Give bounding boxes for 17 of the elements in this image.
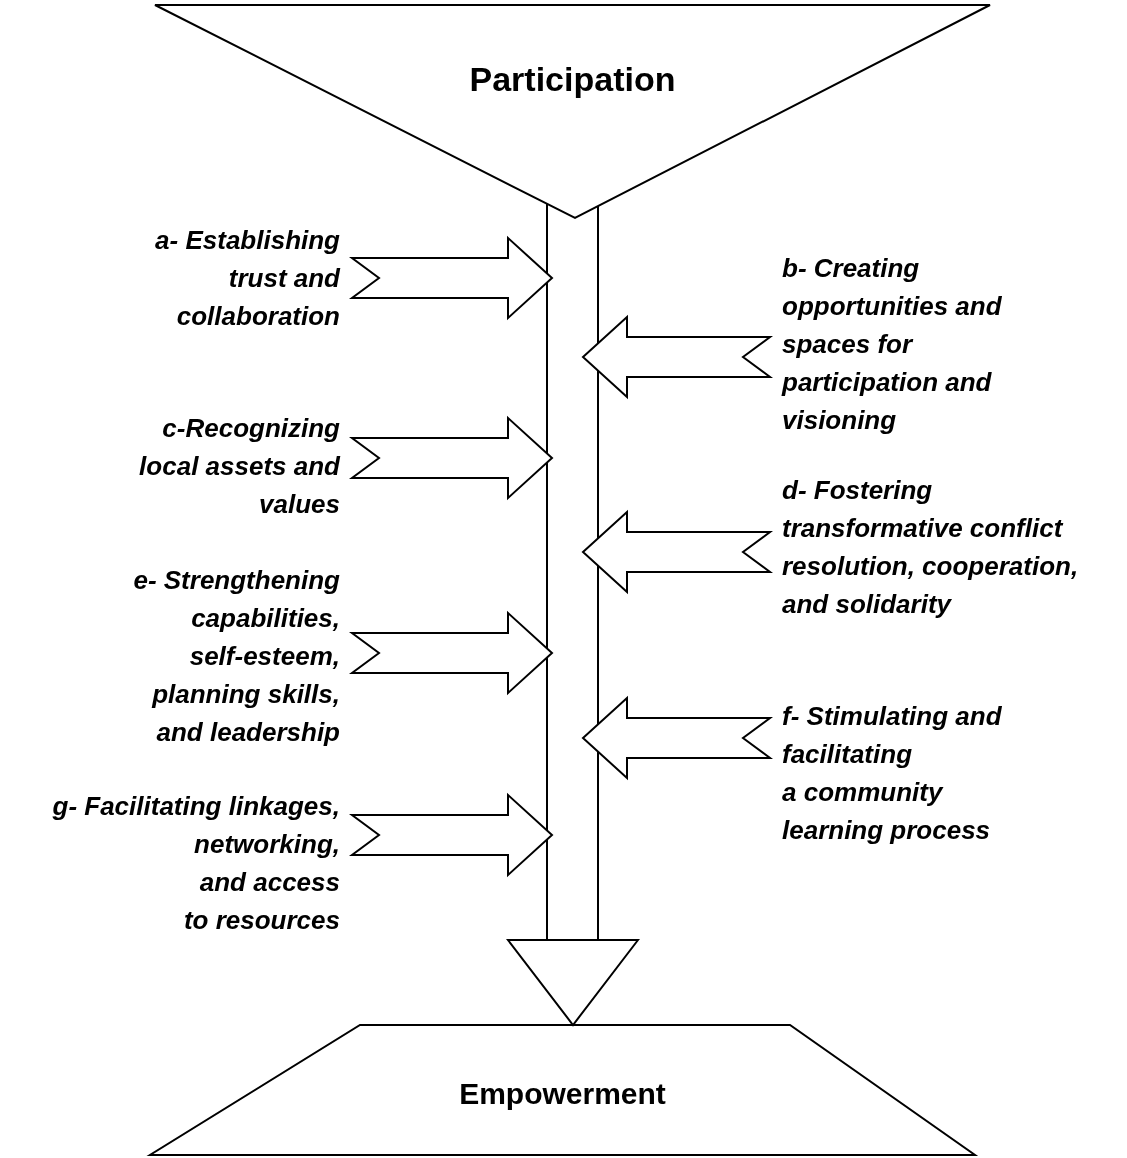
step-text: d- Fostering transformative conflict resolution, cooperation, and solidarity [782,471,1079,623]
step-text: c-Recognizing local assets and values [139,409,340,523]
step-text: b- Creating opportunities and spaces for participation and visioning [782,249,1002,439]
block-arrow [581,314,774,400]
step-text: g- Facilitating linkages, networking, and access to resources [52,787,340,939]
block-arrow [348,235,554,321]
block-arrow [507,203,639,1026]
step-text: e- Strengthening capabilities, self-esteem, planning skills, and leadership [133,561,340,751]
heading: Participation [469,60,676,98]
block-arrow [348,610,554,696]
block-arrow [348,415,554,501]
step-text: a- Establishing trust and collaboration [155,221,340,335]
block-arrow [581,695,774,781]
heading: Empowerment [459,1077,666,1110]
block-arrow [581,509,774,595]
step-text: f- Stimulating and facilitating a community learning process [782,697,1002,849]
block-arrow [348,792,554,878]
